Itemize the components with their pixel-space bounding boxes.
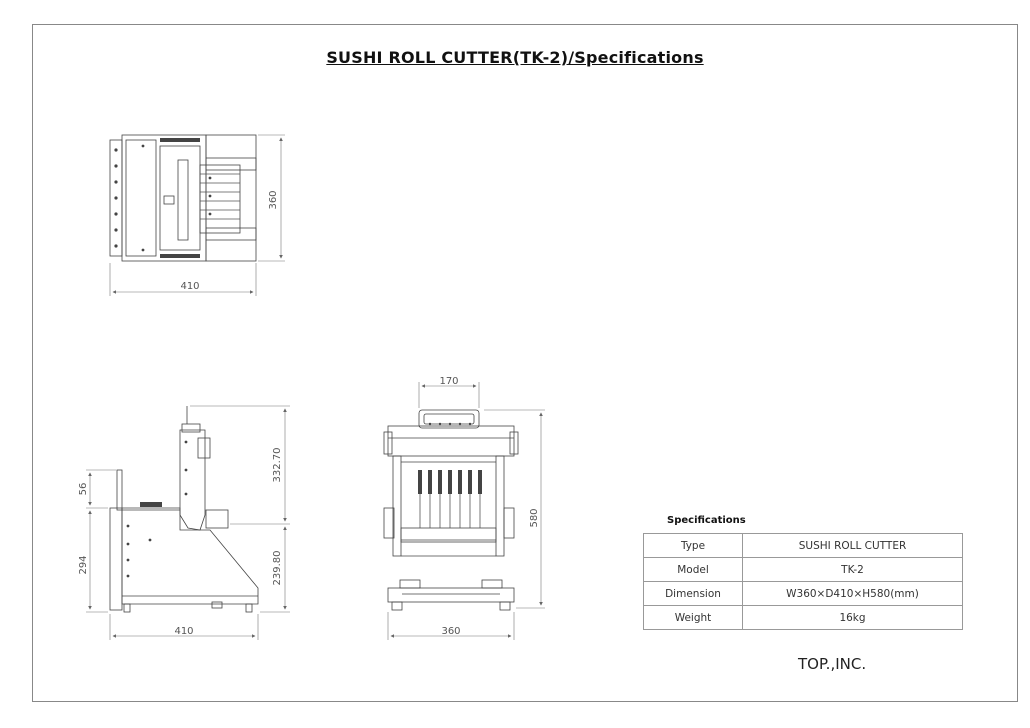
front-view — [383, 409, 519, 611]
table-row: Type SUSHI ROLL CUTTER — [643, 533, 963, 558]
table-row: Dimension W360×D410×H580(mm) — [643, 581, 963, 606]
dim-side-width: 410 — [174, 626, 193, 637]
spec-label: Dimension — [643, 581, 743, 606]
spec-label: Model — [643, 557, 743, 582]
dim-top-height: 360 — [268, 190, 279, 209]
side-view-dimension-lines — [86, 405, 290, 640]
drawing-border — [32, 24, 1018, 702]
spec-label: Type — [643, 533, 743, 558]
specifications-heading: Specifications — [667, 515, 746, 526]
dim-front-handle: 170 — [439, 376, 458, 387]
dim-front-height: 580 — [529, 508, 540, 527]
spec-value: SUSHI ROLL CUTTER — [742, 533, 963, 558]
table-row: Weight 16kg — [643, 605, 963, 630]
top-view — [109, 134, 257, 262]
dim-side-upper: 332.70 — [272, 448, 283, 483]
dim-side-left: 294 — [78, 555, 89, 574]
dim-top-width: 410 — [180, 281, 199, 292]
spec-value: TK-2 — [742, 557, 963, 582]
dim-front-width: 360 — [441, 626, 460, 637]
table-row: Model TK-2 — [643, 557, 963, 582]
specifications-table: Type SUSHI ROLL CUTTER Model TK-2 Dimens… — [643, 533, 963, 630]
side-view — [109, 406, 259, 613]
dim-side-lower: 239.80 — [272, 551, 283, 586]
top-view-dimension-lines — [109, 134, 285, 296]
drawing-title: SUSHI ROLL CUTTER(TK-2)/Specifications — [326, 48, 704, 67]
spec-value: 16kg — [742, 605, 963, 630]
spec-label: Weight — [643, 605, 743, 630]
front-view-dimension-lines — [387, 382, 545, 640]
company-name: TOP.,INC. — [798, 655, 867, 673]
spec-value: W360×D410×H580(mm) — [742, 581, 963, 606]
dim-side-small: 56 — [78, 483, 89, 496]
